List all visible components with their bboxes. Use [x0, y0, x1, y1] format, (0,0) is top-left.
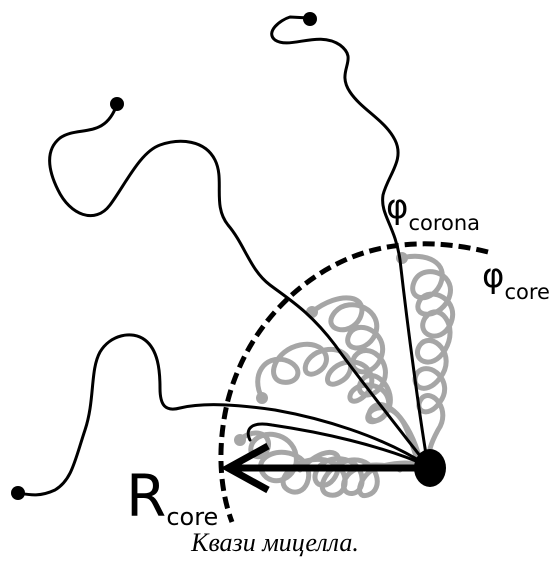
corona-bead	[11, 486, 25, 500]
r-core-label: Rcore	[126, 462, 218, 531]
corona-chain-group	[18, 17, 428, 495]
phi-corona-label: φcorona	[386, 187, 480, 235]
core-bead	[256, 392, 268, 404]
phi-core-label: φcore	[482, 256, 550, 304]
corona-bead	[110, 97, 124, 111]
micelle-center-dot	[414, 449, 446, 487]
corona-bead	[303, 12, 317, 26]
core-chain-5	[300, 452, 400, 493]
core-bead	[234, 434, 246, 446]
core-chain-3	[258, 344, 418, 462]
figure-caption: Квази мицелла.	[0, 528, 550, 558]
corona-bead-group	[11, 12, 317, 500]
